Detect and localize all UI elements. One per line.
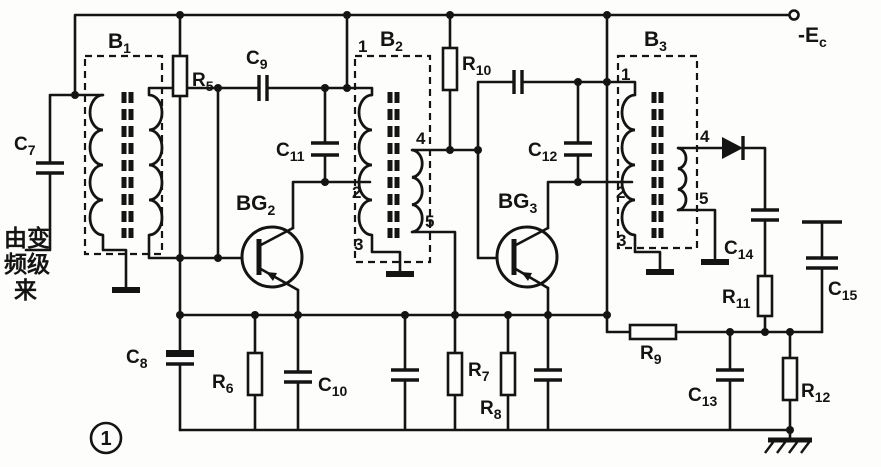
resistor-r11 (756, 274, 774, 318)
pin-b2-5: 5 (425, 212, 434, 231)
label-c7: C7 (14, 134, 36, 158)
label-r7: R7 (468, 360, 490, 384)
resistor-r12 (781, 356, 799, 402)
pin-b3-2: 2 (616, 183, 625, 202)
label-bg2: BG2 (236, 192, 276, 218)
junction-dots (71, 11, 794, 434)
pin-b3-5: 5 (699, 189, 708, 208)
label-c11: C11 (276, 140, 305, 164)
ground-main (764, 437, 812, 454)
input-source-label-line3: 来 (14, 277, 38, 303)
label-r6: R6 (212, 372, 234, 396)
capacitor-unlabeled-top (512, 70, 524, 94)
label-c14: C14 (724, 238, 754, 262)
figure-number: 1 (89, 421, 123, 455)
resistor-r5 (171, 54, 189, 98)
capacitor-c7 (36, 161, 64, 175)
capacitor-c11 (311, 141, 339, 157)
label-r9: R9 (640, 343, 662, 367)
capacitor-c13 (716, 368, 744, 382)
label-b3: B3 (644, 28, 667, 54)
pin-b3-3: 3 (617, 231, 626, 250)
label-r5: R5 (192, 70, 214, 94)
capacitor-c8 (166, 350, 194, 366)
labels: B1 B2 B3 C7 C8 C9 C10 C11 C12 C13 C14 C1… (4, 24, 858, 422)
pin-b2-4: 4 (416, 129, 426, 148)
transformer-b1 (83, 54, 164, 256)
pin-b3-1: 1 (621, 65, 630, 84)
transistor-bg3 (495, 225, 559, 290)
label-power: -Ec (798, 24, 827, 50)
capacitor-c10 (284, 370, 312, 384)
label-c8: C8 (126, 347, 148, 371)
label-r12: R12 (801, 381, 831, 405)
pin-b2-3: 3 (354, 235, 363, 254)
capacitor-c9 (257, 75, 269, 101)
pin-b2-1: 1 (358, 37, 367, 56)
resistor-r9 (628, 323, 678, 341)
transformer-b3 (616, 54, 699, 250)
detector-diode (722, 136, 745, 160)
capacitor-unlabeled-mid2 (534, 368, 562, 382)
resistor-r8 (499, 351, 517, 397)
label-b2: B2 (380, 28, 403, 54)
label-b1: B1 (108, 30, 131, 56)
capacitor-c12 (564, 141, 592, 157)
resistor-r6 (246, 351, 264, 397)
label-c12: C12 (528, 140, 558, 164)
label-r8: R8 (480, 398, 502, 422)
capacitor-c14 (751, 208, 779, 222)
resistor-r10 (441, 46, 459, 92)
label-c15: C15 (828, 279, 858, 303)
resistor-r7 (446, 351, 464, 397)
power-terminal (788, 9, 800, 21)
transformer-b2 (353, 54, 432, 264)
figure-number-text: 1 (100, 428, 111, 450)
input-source-label-line1: 由变 (4, 225, 50, 251)
label-r11: R11 (722, 287, 751, 311)
label-bg3: BG3 (498, 190, 538, 216)
pin-b3-4: 4 (700, 127, 710, 146)
input-source-label-line2: 频级 (4, 251, 50, 277)
capacitor-unlabeled-mid1 (391, 368, 419, 382)
transistor-bg2 (240, 225, 304, 292)
pin-b2-2: 2 (352, 183, 361, 202)
wires (24, 13, 824, 440)
label-c10: C10 (318, 375, 348, 399)
label-r10: R10 (462, 54, 492, 78)
label-c9: C9 (246, 48, 268, 72)
capacitor-c15 (806, 256, 838, 270)
label-c13: C13 (688, 385, 718, 409)
